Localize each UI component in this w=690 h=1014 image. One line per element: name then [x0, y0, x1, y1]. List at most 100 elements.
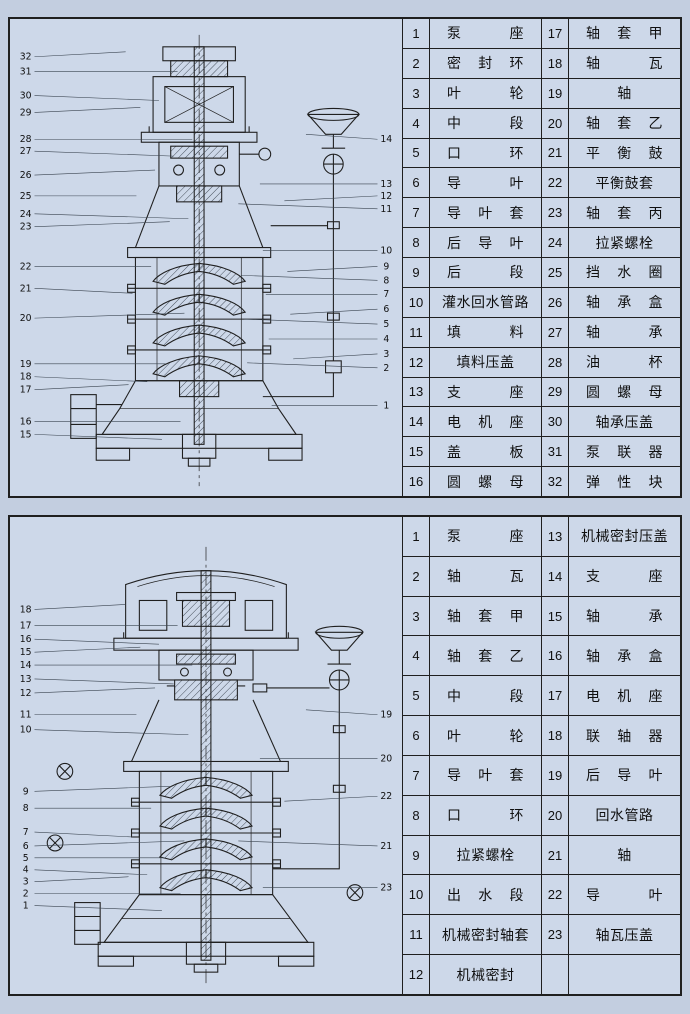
part-number: 5	[403, 138, 430, 168]
part-name: 导叶套	[447, 767, 524, 784]
return-piping	[262, 174, 342, 398]
callout-number: 3	[383, 349, 389, 360]
part-number: 32	[542, 467, 569, 496]
valve-icon	[321, 147, 346, 175]
table-row: 16 轴承盒	[542, 636, 680, 677]
part-name: 叶轮	[447, 85, 524, 102]
callout-number: 13	[380, 179, 392, 190]
priming-funnel	[314, 625, 365, 665]
table-row: 1 泵座	[403, 19, 541, 49]
part-name: 机械密封轴套	[442, 926, 529, 943]
part-number: 30	[542, 407, 569, 437]
part-name: 油杯	[586, 354, 663, 371]
part-name: 轴承盒	[586, 294, 663, 311]
callout-leader-line	[34, 312, 185, 319]
callout-leader-line	[34, 169, 156, 176]
callout-number: 20	[380, 753, 392, 764]
callout-number: 12	[380, 191, 392, 202]
part-name: 出水段	[447, 886, 524, 903]
part-name: 导叶	[447, 174, 524, 191]
part-number: 22	[542, 875, 569, 915]
part-name: 电机座	[586, 687, 663, 704]
part-name: 轴	[617, 85, 632, 102]
part-name: 支座	[586, 568, 663, 585]
callout-leader-line	[34, 646, 141, 653]
callout-leader-line	[305, 709, 378, 716]
callout-number: 3	[23, 877, 29, 888]
part-name: 支座	[447, 383, 524, 400]
callout-leader-line	[34, 604, 126, 610]
part-number: 1	[403, 19, 430, 48]
callout-number: 15	[20, 647, 32, 658]
pump-shaft	[200, 570, 212, 961]
table-row: 9 后段	[403, 258, 541, 288]
table-row: 21 轴	[542, 835, 680, 876]
part-number: 21	[542, 835, 569, 875]
callout-number: 16	[20, 416, 32, 427]
callout-number: 20	[20, 313, 32, 324]
callout-number: 19	[380, 710, 392, 721]
part-name	[569, 955, 680, 994]
callout-leader-line	[284, 195, 378, 202]
callout-leader-line	[34, 376, 148, 383]
callout-number: 32	[20, 52, 32, 63]
callout-leader-line	[34, 288, 133, 294]
callout-number: 11	[380, 204, 392, 215]
part-name: 泵座	[447, 528, 524, 545]
callout-leader-line	[34, 869, 148, 876]
part-name: 轴	[617, 847, 632, 864]
callout-leader-line	[293, 353, 378, 360]
callout-number: 23	[20, 222, 32, 233]
pump-cross-section-top: 3231302928272625242322212019181716151413…	[20, 34, 392, 487]
callout-number: 15	[20, 429, 32, 440]
part-number: 19	[542, 755, 569, 795]
callout-number: 10	[380, 245, 392, 256]
valve-icon	[327, 663, 352, 691]
callout-leader-line	[305, 133, 378, 140]
coupling	[176, 591, 236, 627]
part-number: 9	[403, 258, 430, 287]
callout-number: 7	[383, 289, 389, 300]
part-number: 18	[542, 716, 569, 755]
part-number: 28	[542, 347, 569, 377]
part-name: 口环	[447, 807, 524, 824]
oil-cup-icon	[258, 147, 272, 161]
part-name: 圆螺母	[586, 383, 663, 400]
part-number	[542, 955, 569, 994]
callout-number: 29	[20, 107, 32, 118]
callout-leader-line	[34, 729, 189, 735]
part-number: 3	[403, 596, 430, 636]
part-name: 后段	[447, 264, 524, 281]
pump-base	[97, 894, 315, 973]
callout-leader-line	[241, 275, 378, 281]
part-name: 轴承	[586, 324, 663, 341]
part-number: 16	[542, 636, 569, 676]
part-number: 22	[542, 168, 569, 198]
callout-number: 30	[20, 90, 32, 101]
part-name: 泵座	[447, 25, 524, 42]
part-name: 圆螺母	[447, 473, 524, 490]
part-name: 轴瓦	[447, 568, 524, 585]
priming-funnel	[306, 107, 361, 149]
part-name: 轴承盒	[586, 647, 663, 664]
callout-number: 17	[20, 385, 32, 396]
part-name: 后导叶	[586, 767, 663, 784]
callout-leader-line	[284, 795, 378, 802]
